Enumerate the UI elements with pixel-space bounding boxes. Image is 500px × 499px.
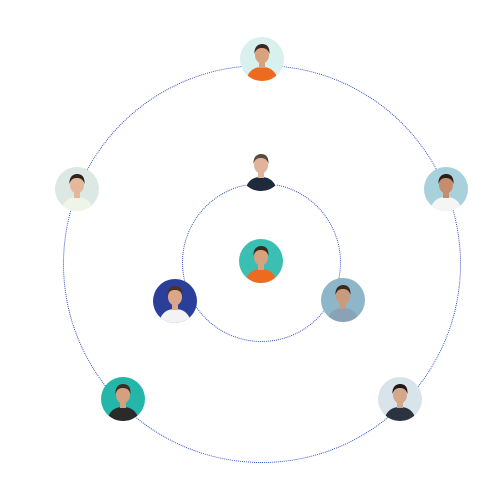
avatar-center xyxy=(239,239,283,283)
portrait-image xyxy=(239,147,283,191)
avatar-outer-bottom-right xyxy=(378,377,422,421)
avatar-inner-right xyxy=(321,278,365,322)
portrait-image xyxy=(55,167,99,211)
avatar-outer-left xyxy=(55,167,99,211)
avatar-outer-top xyxy=(240,37,284,81)
portrait-image xyxy=(239,239,283,283)
portrait-image xyxy=(153,279,197,323)
avatar-outer-right xyxy=(424,167,468,211)
portrait-image xyxy=(240,37,284,81)
portrait-image xyxy=(321,278,365,322)
avatar-outer-bottom-left xyxy=(101,377,145,421)
avatar-inner-left xyxy=(153,279,197,323)
portrait-image xyxy=(378,377,422,421)
portrait-image xyxy=(424,167,468,211)
avatar-inner-top xyxy=(239,147,283,191)
portrait-image xyxy=(101,377,145,421)
